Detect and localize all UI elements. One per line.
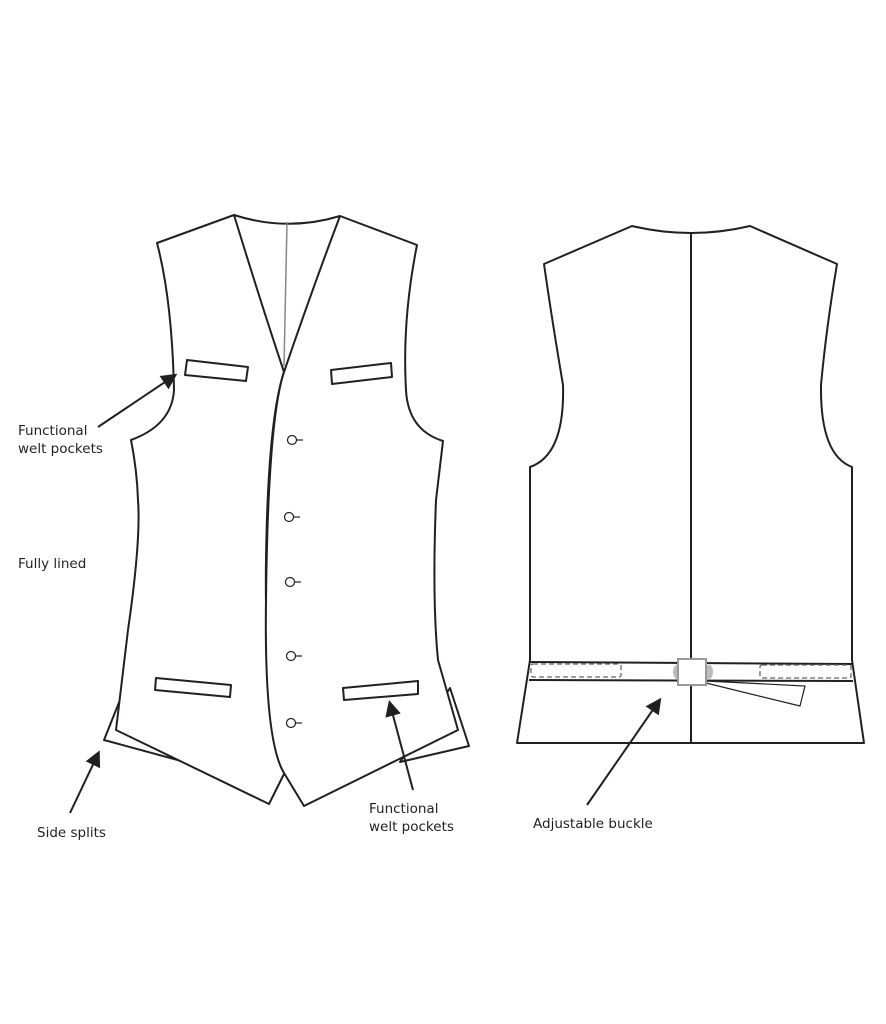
- center-back-seam: [283, 221, 288, 367]
- label-lower-pockets-1: Functional: [369, 801, 438, 817]
- button: [286, 434, 303, 446]
- button: [283, 511, 300, 523]
- label-front-pockets-2: welt pockets: [18, 441, 103, 457]
- label-fully-lined: Fully lined: [18, 556, 86, 572]
- arrow-front-pockets: [97, 373, 178, 428]
- back-view: [516, 225, 865, 744]
- front-view: [103, 214, 470, 807]
- button: [284, 576, 301, 588]
- welt-pocket: [342, 680, 419, 701]
- welt-pocket: [184, 359, 249, 382]
- adjustable-belt: [528, 658, 854, 707]
- welt-pocket: [330, 362, 393, 385]
- buttons: [283, 434, 303, 729]
- welt-pocket: [154, 677, 232, 698]
- label-front-pockets-1: Functional: [18, 423, 87, 439]
- label-lower-pockets-2: welt pockets: [369, 819, 454, 835]
- label-side-splits: Side splits: [37, 825, 106, 841]
- arrow-buckle: [586, 697, 662, 806]
- welt-pockets-front: [154, 359, 419, 701]
- arrow-side-splits: [69, 750, 101, 814]
- label-buckle: Adjustable buckle: [533, 816, 653, 832]
- button: [285, 717, 302, 729]
- arrow-lower-pockets: [385, 700, 414, 791]
- buckle-icon: [677, 658, 707, 686]
- left-front-panel: [115, 214, 286, 805]
- right-front-panel: [264, 215, 459, 807]
- button: [285, 650, 302, 662]
